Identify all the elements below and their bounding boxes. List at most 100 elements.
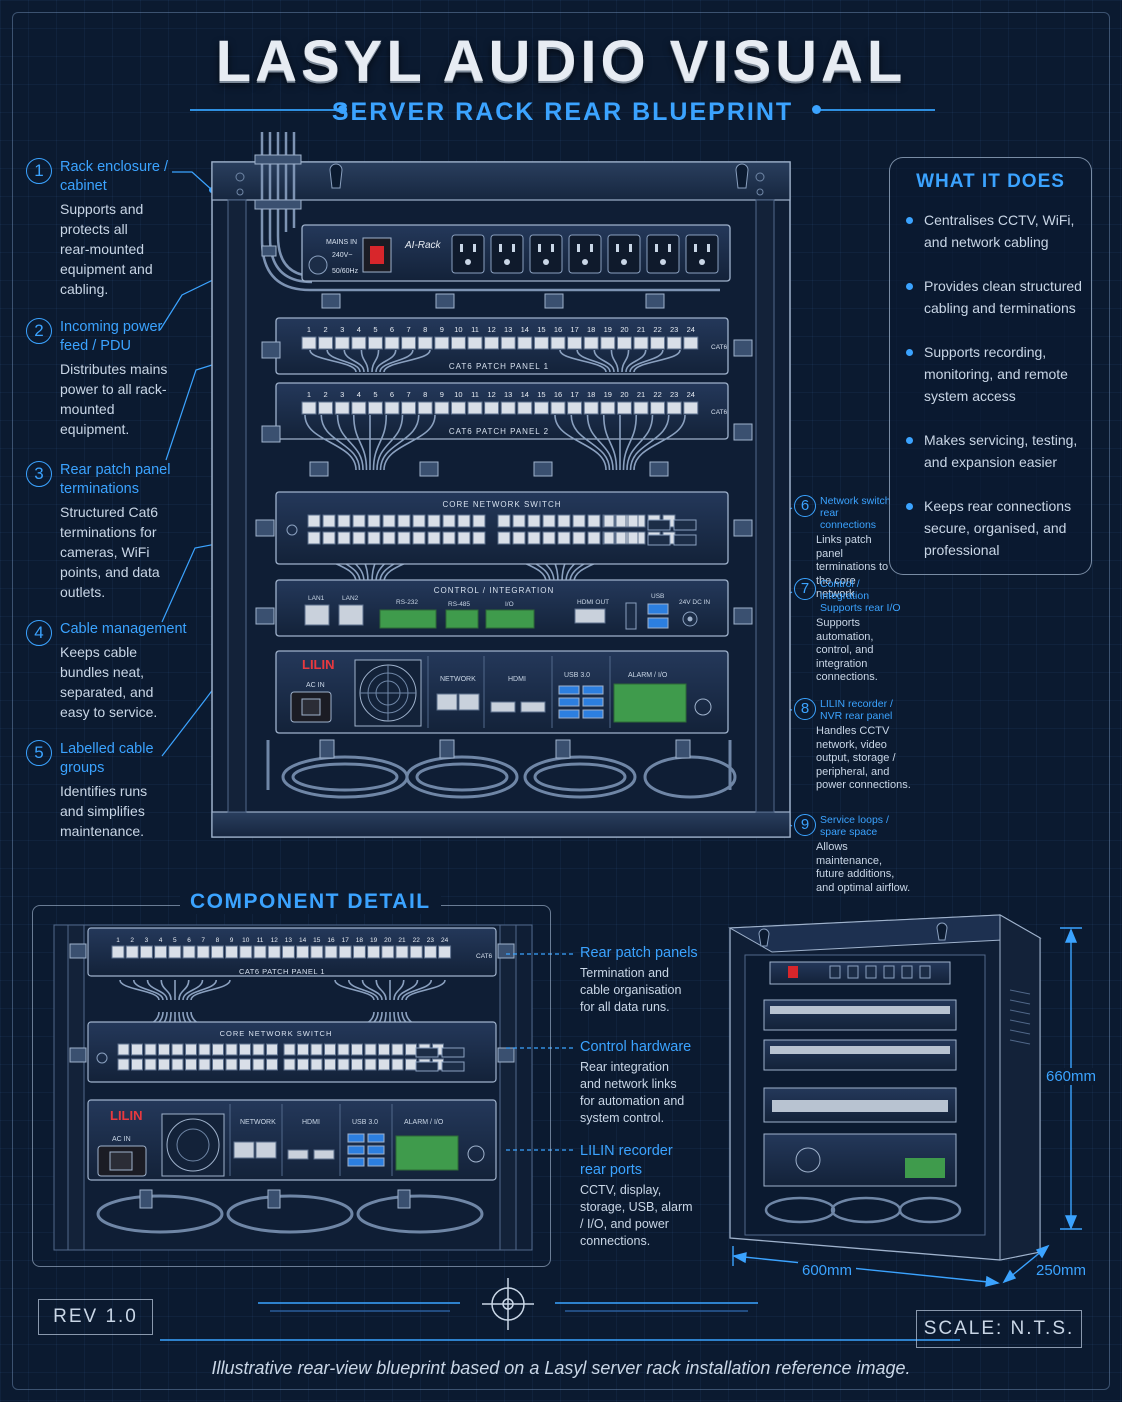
port-number: 20 — [384, 937, 392, 944]
switch-port — [307, 531, 321, 545]
switch-port — [497, 531, 511, 545]
port-number: 22 — [653, 390, 661, 399]
patch-port — [125, 945, 139, 959]
switch-port — [364, 1058, 377, 1071]
callout-number: 4 — [26, 620, 52, 646]
port-number: 14 — [521, 325, 529, 334]
outlet-icon — [607, 234, 641, 274]
port-number: 11 — [471, 390, 479, 399]
switch-port — [527, 531, 541, 545]
sfp-port — [415, 1047, 439, 1058]
pdu-mains-label: MAINS IN — [326, 239, 357, 246]
patch-port — [301, 336, 317, 350]
patch-port — [517, 336, 533, 350]
switch-port — [572, 514, 586, 528]
outlet-icon — [568, 234, 602, 274]
detail-label-title: LILIN recorder rear ports — [580, 1143, 673, 1178]
port-number: 21 — [637, 390, 645, 399]
patch-port — [533, 401, 549, 415]
outlet-icon — [490, 234, 524, 274]
port-number: 7 — [407, 325, 411, 334]
nvr-ac-label: AC IN — [306, 682, 325, 689]
callout-body: Identifies runs and simplifies maintenan… — [60, 783, 148, 839]
port-number: 23 — [427, 937, 435, 944]
fan-icon — [161, 1113, 225, 1177]
port-number: 3 — [340, 325, 344, 334]
switch-port — [198, 1043, 211, 1056]
port-number: 16 — [327, 937, 335, 944]
hanging-hole-icon — [735, 163, 749, 189]
patch-port — [196, 945, 210, 959]
callout-number: 7 — [794, 578, 816, 600]
callout-number: 2 — [26, 318, 52, 344]
switch-port — [337, 514, 351, 528]
switch-port — [239, 1043, 251, 1056]
switch-port — [322, 531, 336, 545]
port-number: 8 — [423, 390, 427, 399]
switch-port — [512, 514, 526, 528]
port-number: 20 — [620, 390, 628, 399]
patch-port — [550, 336, 566, 350]
patch-port — [484, 336, 500, 350]
switch-port — [283, 1058, 296, 1071]
cat6-label: CAT6 — [711, 344, 728, 351]
list-item: Supports recording, monitoring, and remo… — [890, 341, 1091, 407]
switch-port — [198, 1058, 211, 1071]
patch-port — [616, 336, 632, 350]
patch-port — [318, 401, 334, 415]
patch-port — [334, 401, 350, 415]
switch-port — [185, 1043, 197, 1056]
switch-port — [310, 1058, 323, 1071]
callout-power-feed: 2 Incoming power feed / PDU Distributes … — [26, 318, 196, 439]
patch-port — [583, 336, 599, 350]
port-number: 8 — [423, 325, 427, 334]
what-it-does-panel: WHAT IT DOES Centralises CCTV, WiFi, and… — [889, 157, 1092, 575]
outlet-icon — [529, 234, 563, 274]
switch-port — [352, 514, 366, 528]
switch-port — [391, 1058, 404, 1071]
port-number: 18 — [356, 937, 364, 944]
port-number: 2 — [324, 325, 328, 334]
callout-body: Links patch panel terminations to the co… — [816, 534, 889, 600]
patch-port — [600, 401, 616, 415]
detail-label-patch-panels: Rear patch panels Termination and cable … — [580, 944, 715, 1016]
switch-port — [557, 531, 571, 545]
callout-network-switch: 6 Network switch rear connections Links … — [794, 495, 914, 602]
patch-port — [616, 401, 632, 415]
subtitle-dot-right — [812, 105, 821, 114]
detail-alarm-label: ALARM / I/O — [404, 1119, 444, 1126]
patch-port — [111, 945, 125, 959]
switch-port — [412, 514, 426, 528]
list-item: Makes servicing, testing, and expansion … — [890, 429, 1091, 473]
switch-port — [117, 1043, 130, 1056]
sfp-port — [415, 1061, 439, 1072]
callout-control-integration: 7 Control / integration Supports rear I/… — [794, 578, 914, 685]
port-label: RS-232 — [396, 599, 418, 606]
port-number: 1 — [307, 390, 311, 399]
port-number: 18 — [587, 325, 595, 334]
pdu-outlets — [451, 234, 719, 274]
port-number: 17 — [342, 937, 350, 944]
patch-port — [267, 945, 281, 959]
switch-port — [587, 531, 601, 545]
switch-port — [427, 514, 441, 528]
cat6-label: CAT6 — [476, 953, 493, 960]
switch-port — [378, 1043, 390, 1056]
port-number: 9 — [440, 325, 444, 334]
patch-port — [367, 401, 383, 415]
patch-port — [484, 401, 500, 415]
cat6-label: CAT6 — [711, 409, 728, 416]
patch-port — [384, 336, 400, 350]
port-number: 6 — [187, 937, 191, 944]
patch-port — [401, 336, 417, 350]
patch-port — [225, 945, 239, 959]
switch-port — [587, 514, 601, 528]
pdu-brand-label: AI-Rack — [404, 240, 442, 251]
switch-port — [367, 514, 381, 528]
port-number: 1 — [116, 937, 120, 944]
port-number: 7 — [407, 390, 411, 399]
patch-port — [352, 945, 366, 959]
callout-body: Handles CCTV network, video output, stor… — [816, 725, 911, 791]
patch-port — [253, 945, 267, 959]
